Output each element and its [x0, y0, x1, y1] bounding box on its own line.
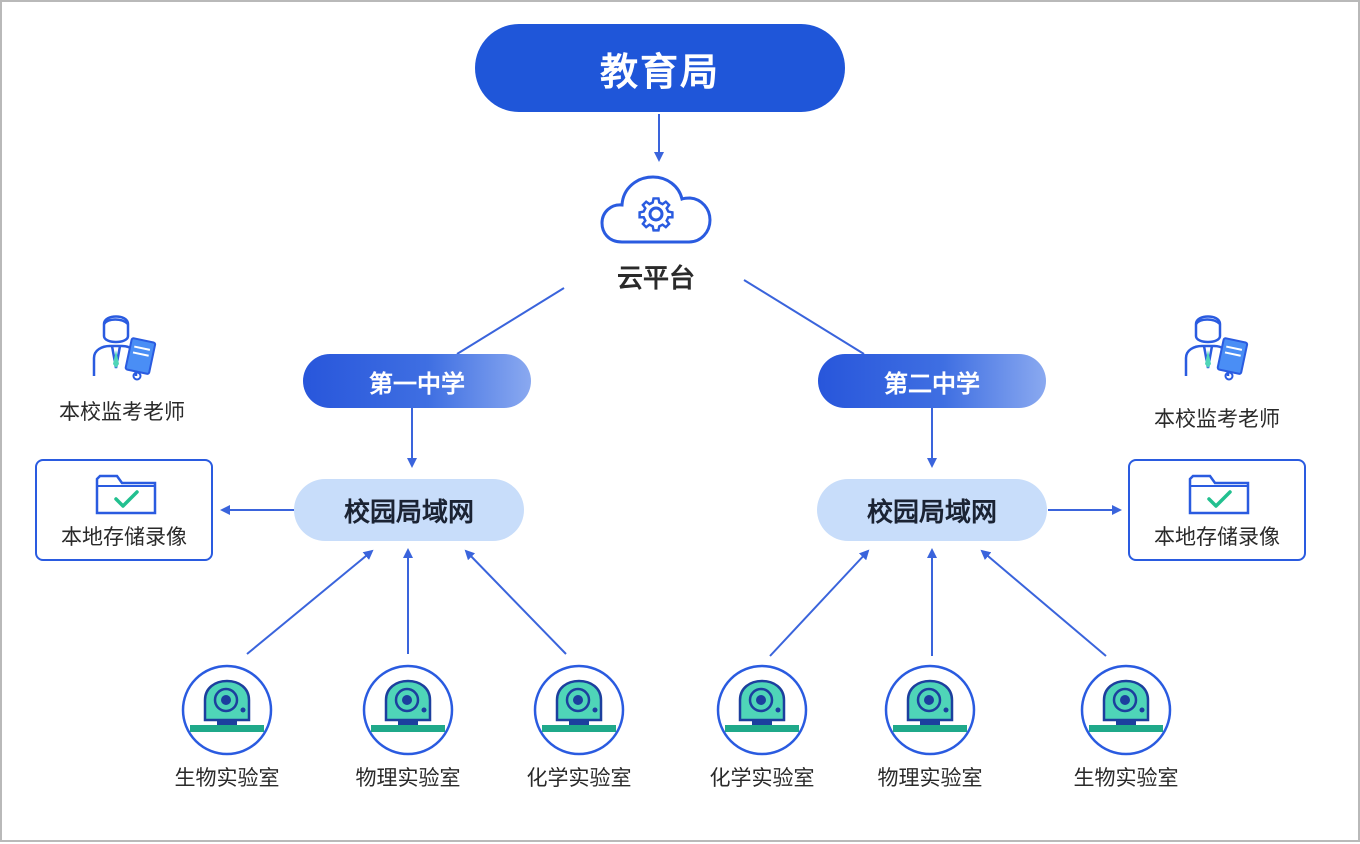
camera-icon [181, 664, 273, 756]
school-1-node: 第一中学 [303, 354, 531, 408]
arrow-lab3-to-lan1 [464, 549, 567, 655]
campus-lan-1-node: 校园局域网 [294, 479, 524, 541]
lab-label: 化学实验室 [709, 766, 815, 790]
school-2-node: 第二中学 [818, 354, 1046, 408]
line-cloud-to-school2 [743, 279, 865, 355]
campus-lan-2-label: 校园局域网 [866, 497, 997, 528]
local-storage-1: 本地存储录像 [35, 459, 213, 561]
campus-lan-1-label: 校园局域网 [343, 497, 474, 528]
teacher-2-label: 本校监考老师 [1154, 407, 1280, 431]
education-bureau-label: 教育局 [599, 49, 720, 94]
cloud-gear-icon [600, 172, 712, 248]
campus-lan-2-node: 校园局域网 [817, 479, 1047, 541]
arrow-lab4-to-lan2 [769, 549, 870, 657]
lab-label: 物理实验室 [355, 766, 461, 790]
school-1-label: 第一中学 [369, 369, 465, 398]
folder-check-icon [1188, 474, 1250, 515]
education-bureau-node: 教育局 [475, 24, 845, 112]
camera-icon [716, 664, 808, 756]
camera-icon [1080, 664, 1172, 756]
line-cloud-to-school1 [456, 287, 565, 355]
camera-icon [362, 664, 454, 756]
teacher-icon [1182, 306, 1252, 382]
arrow-lab1-to-lan1 [246, 549, 374, 655]
local-storage-2: 本地存储录像 [1128, 459, 1306, 561]
lab-label: 生物实验室 [1073, 766, 1179, 790]
camera-icon [884, 664, 976, 756]
arrow-lab6-to-lan2 [980, 549, 1107, 657]
lab-label: 化学实验室 [526, 766, 632, 790]
teacher-icon [90, 306, 160, 382]
school-2-label: 第二中学 [884, 369, 980, 398]
local-storage-2-label: 本地存储录像 [1154, 525, 1280, 549]
teacher-1-label: 本校监考老师 [59, 400, 185, 424]
local-storage-1-label: 本地存储录像 [61, 525, 187, 549]
folder-check-icon [95, 474, 157, 515]
lab-label: 生物实验室 [174, 766, 280, 790]
cloud-platform-label: 云平台 [616, 264, 695, 294]
camera-icon [533, 664, 625, 756]
lab-label: 物理实验室 [877, 766, 983, 790]
